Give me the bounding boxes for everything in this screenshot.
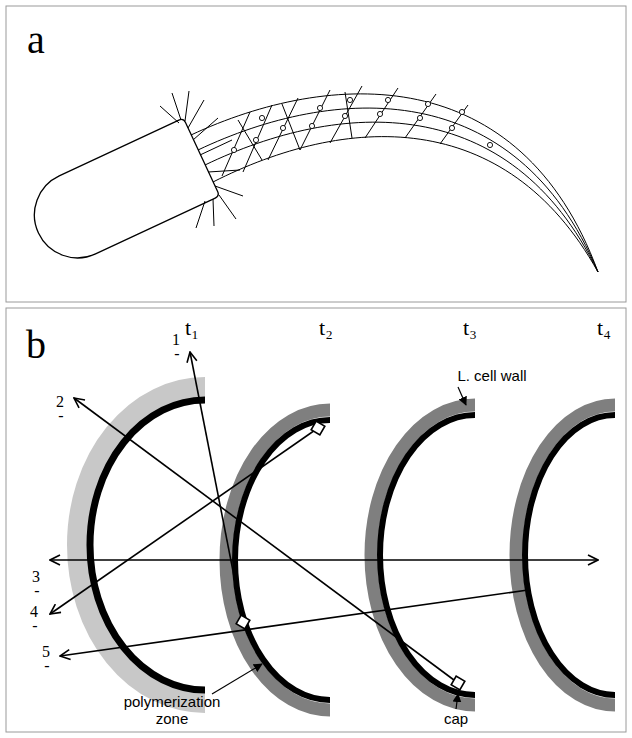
cross-link (365, 88, 398, 138)
cell-wall-arc (90, 400, 205, 690)
cross-link (440, 105, 468, 144)
link-node (425, 101, 430, 106)
link-node (259, 115, 264, 120)
filament (213, 199, 214, 226)
leader-lines (212, 387, 466, 709)
link-node (377, 111, 382, 116)
link-node (280, 125, 285, 130)
time-label: t₄ (597, 316, 611, 340)
surface-filaments (160, 91, 243, 228)
cell-wall-t1 (78, 388, 205, 702)
filament-5 (60, 590, 528, 656)
filament (219, 195, 236, 219)
link-node (449, 125, 454, 130)
filament-3 (50, 559, 598, 561)
cell-wall-t3 (371, 405, 475, 705)
filament (172, 93, 181, 120)
leader-line (458, 387, 466, 405)
part-label: polymerization zone (117, 694, 227, 727)
tail-filament (198, 108, 598, 272)
cell-body (20, 118, 219, 272)
link-node (459, 109, 464, 114)
link-node (317, 105, 322, 110)
minus-end-mark: - (32, 617, 37, 635)
filament (160, 106, 179, 123)
cell-wall-arc (380, 415, 475, 695)
link-node (347, 97, 352, 102)
minus-end-mark: - (44, 657, 49, 675)
actin-filaments (50, 352, 598, 683)
cross-link (238, 120, 262, 160)
tail-filament (205, 122, 598, 272)
link-node (309, 123, 314, 128)
leader-line (212, 664, 262, 694)
bacterium (20, 118, 219, 272)
minus-end-mark: - (34, 582, 39, 600)
panel-letter: a (27, 18, 45, 62)
filament (188, 100, 204, 128)
link-node (385, 97, 390, 102)
filament-2 (74, 398, 458, 683)
time-label: t₃ (463, 316, 477, 340)
panel-letter: b (26, 323, 46, 367)
link-node (253, 137, 258, 142)
cross-link (243, 105, 272, 172)
comet-tail (191, 86, 598, 272)
minus-end-mark: - (174, 345, 179, 363)
filament-1 (190, 352, 243, 622)
cross-link (330, 86, 362, 143)
filament (215, 186, 243, 196)
link-node (342, 113, 347, 118)
link-node (231, 147, 236, 152)
minus-end-mark: - (58, 407, 63, 425)
cell-wall-arc (525, 415, 615, 695)
panel-frame (6, 6, 626, 302)
cap-square (236, 615, 250, 629)
polymerization-zone (516, 405, 615, 705)
cross-link-nodes (231, 97, 492, 152)
time-label: t₂ (319, 316, 333, 340)
cap-square (451, 676, 465, 690)
cell-wall-t4 (516, 405, 615, 705)
cross-link (405, 94, 436, 138)
time-label: t₁ (185, 316, 199, 340)
filament (196, 201, 205, 228)
cap-square (311, 421, 325, 435)
polymerization-zone (371, 405, 475, 705)
filament-caps (236, 421, 465, 690)
part-label: L. cell wall (457, 368, 526, 385)
panel-frame (6, 308, 626, 732)
polymerization-zone (78, 388, 205, 702)
tail-filament (191, 94, 598, 272)
filament (185, 91, 189, 121)
leader-line (456, 694, 458, 709)
filament-4 (50, 428, 318, 614)
tail-filament (213, 137, 598, 272)
link-node (417, 115, 422, 120)
part-label: cap (444, 711, 468, 728)
link-node (487, 142, 492, 147)
cross-link (300, 90, 330, 150)
